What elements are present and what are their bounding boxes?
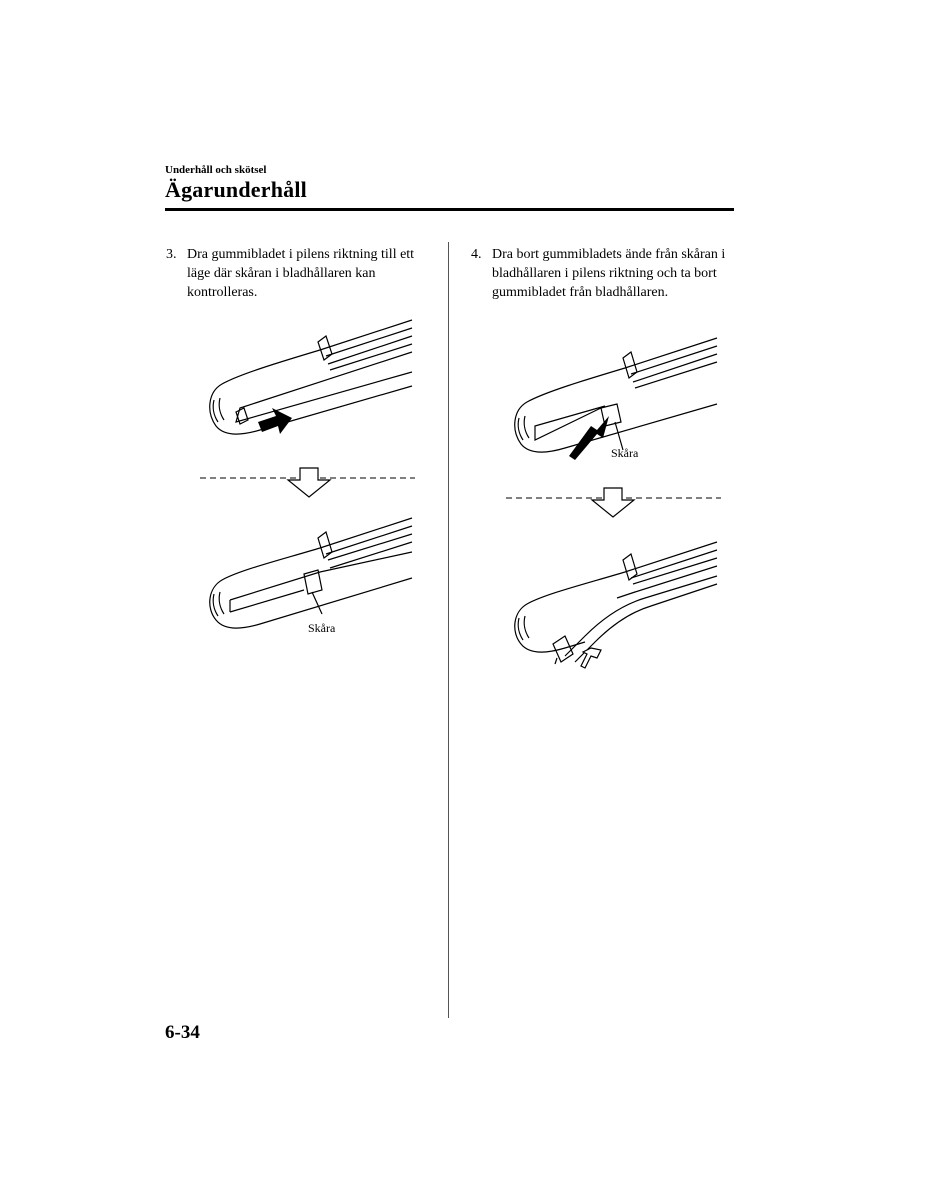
column-divider xyxy=(448,242,449,1018)
remove-arrow-icon xyxy=(580,647,602,669)
step-3-text: Dra gummibladet i pilens riktning till e… xyxy=(187,247,415,300)
slot-label-step3: Skåra xyxy=(308,621,336,635)
step-4-text: Dra bort gummibladets ände från skåran i… xyxy=(492,247,726,300)
down-arrow-icon xyxy=(590,487,636,518)
step-4-number: 4. xyxy=(471,247,482,262)
slot-label-step4: Skåra xyxy=(611,446,639,460)
transition-arrow-step3 xyxy=(200,467,415,498)
step-3-number: 3. xyxy=(166,247,177,262)
wiper-figure-step4-before: Skåra xyxy=(514,337,718,460)
title-rule xyxy=(165,208,734,211)
wiper-figure-step3-after: Skåra xyxy=(209,517,413,635)
page-number: 6-34 xyxy=(165,1022,200,1043)
push-arrow-icon xyxy=(258,408,292,434)
section-heading: Underhåll och skötsel xyxy=(165,164,267,176)
wiper-figure-step3-before xyxy=(209,319,413,435)
pull-arrow-icon xyxy=(569,416,609,460)
page-title: Ägarunderhåll xyxy=(165,177,307,202)
wiper-figure-step4-after xyxy=(514,541,718,669)
transition-arrow-step4 xyxy=(506,487,721,518)
down-arrow-icon xyxy=(286,467,332,498)
